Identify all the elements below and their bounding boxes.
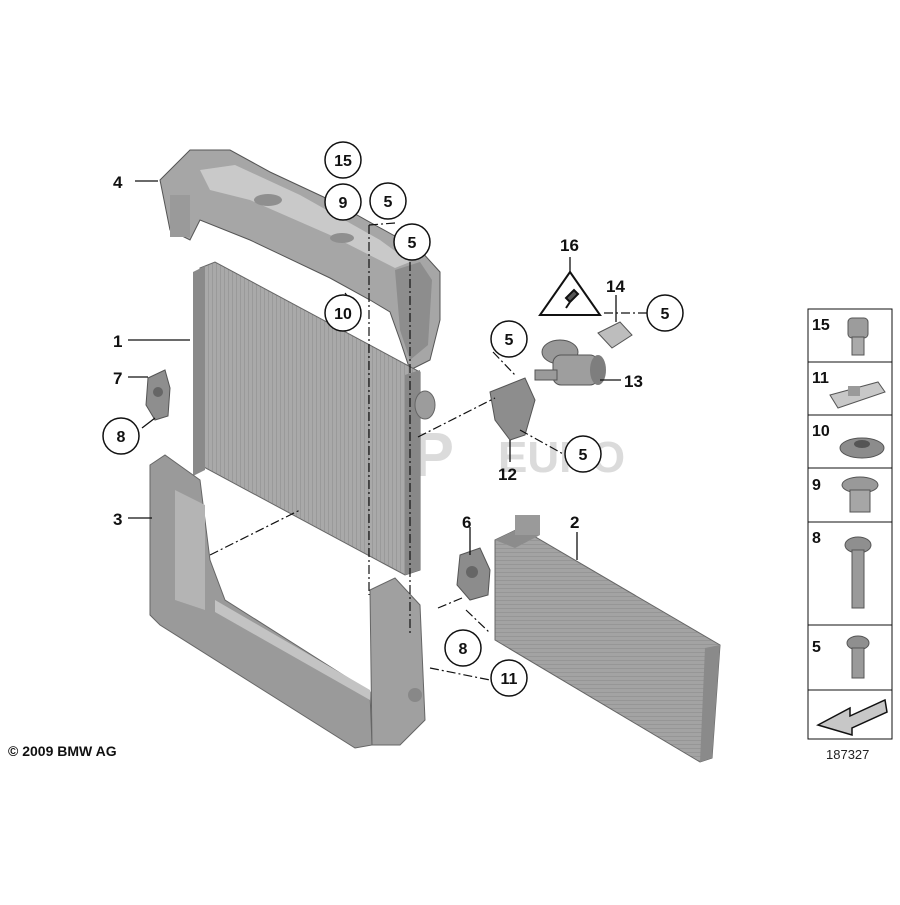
circled-callout-5: 5 [490, 320, 528, 358]
callout-13: 13 [624, 372, 643, 391]
legend-num-10: 10 [812, 423, 830, 440]
svg-text:9: 9 [339, 195, 348, 212]
callout-7: 7 [113, 369, 122, 388]
clip-nut-icon [829, 381, 886, 409]
lower-frame-part [149, 454, 426, 749]
condenser-part [494, 515, 721, 763]
plain-callouts: 4 1 7 3 6 2 16 14 13 12 [113, 173, 643, 532]
circled-callout-5: 5 [393, 223, 431, 261]
circled-callout-5: 5 [369, 182, 407, 220]
svg-text:8: 8 [117, 429, 126, 446]
circled-callout-8: 8 [444, 629, 482, 667]
circled-callout-11: 11 [490, 659, 528, 697]
svg-text:5: 5 [408, 235, 417, 252]
callout-6: 6 [462, 513, 471, 532]
fastener-legend: 15 11 10 9 8 5 [807, 308, 893, 740]
leader-lines [128, 180, 648, 681]
circled-callout-15: 15 [324, 141, 362, 179]
circled-callouts: 15 9 5 5 10 5 5 5 8 8 11 [102, 141, 684, 697]
expansion-rivet-icon [847, 317, 869, 356]
callout-12: 12 [498, 465, 517, 484]
svg-text:5: 5 [505, 332, 514, 349]
callout-1: 1 [113, 332, 122, 351]
callout-14: 14 [606, 277, 625, 296]
short-bolt-icon [846, 635, 870, 679]
long-bolt-icon [844, 536, 872, 609]
copyright-text: © 2009 BMW AG [8, 743, 117, 759]
callout-2: 2 [570, 513, 579, 532]
warning-triangle-icon [538, 270, 602, 316]
bracket-12-part [489, 377, 536, 441]
circled-callout-9: 9 [324, 183, 362, 221]
callout-16: 16 [560, 236, 579, 255]
legend-num-9: 9 [812, 477, 821, 494]
circled-callout-10: 10 [324, 294, 362, 332]
circled-callout-8: 8 [102, 417, 140, 455]
callout-3: 3 [113, 510, 122, 529]
bracket-7-part [145, 369, 171, 421]
svg-text:5: 5 [384, 194, 393, 211]
svg-text:10: 10 [334, 306, 352, 323]
spreading-nut-icon [841, 476, 879, 513]
svg-text:5: 5 [661, 306, 670, 323]
direction-arrow-icon [816, 698, 888, 737]
clip-14-part [597, 321, 633, 349]
legend-num-15: 15 [812, 317, 830, 334]
svg-text:5: 5 [579, 447, 588, 464]
radiator-part [193, 261, 436, 576]
svg-text:8: 8 [459, 641, 468, 658]
legend-num-5: 5 [812, 639, 821, 656]
diagram-number: 187327 [826, 747, 870, 762]
legend-num-11: 11 [812, 370, 829, 387]
electric-pump-part [534, 339, 606, 386]
legend-num-8: 8 [812, 530, 821, 547]
circled-callout-5: 5 [646, 294, 684, 332]
upper-carrier-part [159, 149, 441, 371]
grommet-icon [839, 437, 885, 459]
svg-text:11: 11 [501, 671, 518, 688]
callout-4: 4 [113, 173, 123, 192]
bracket-6-part [456, 547, 491, 601]
watermark-suffix: EURO [498, 433, 625, 482]
svg-text:15: 15 [334, 153, 352, 170]
circled-callout-5: 5 [564, 435, 602, 473]
